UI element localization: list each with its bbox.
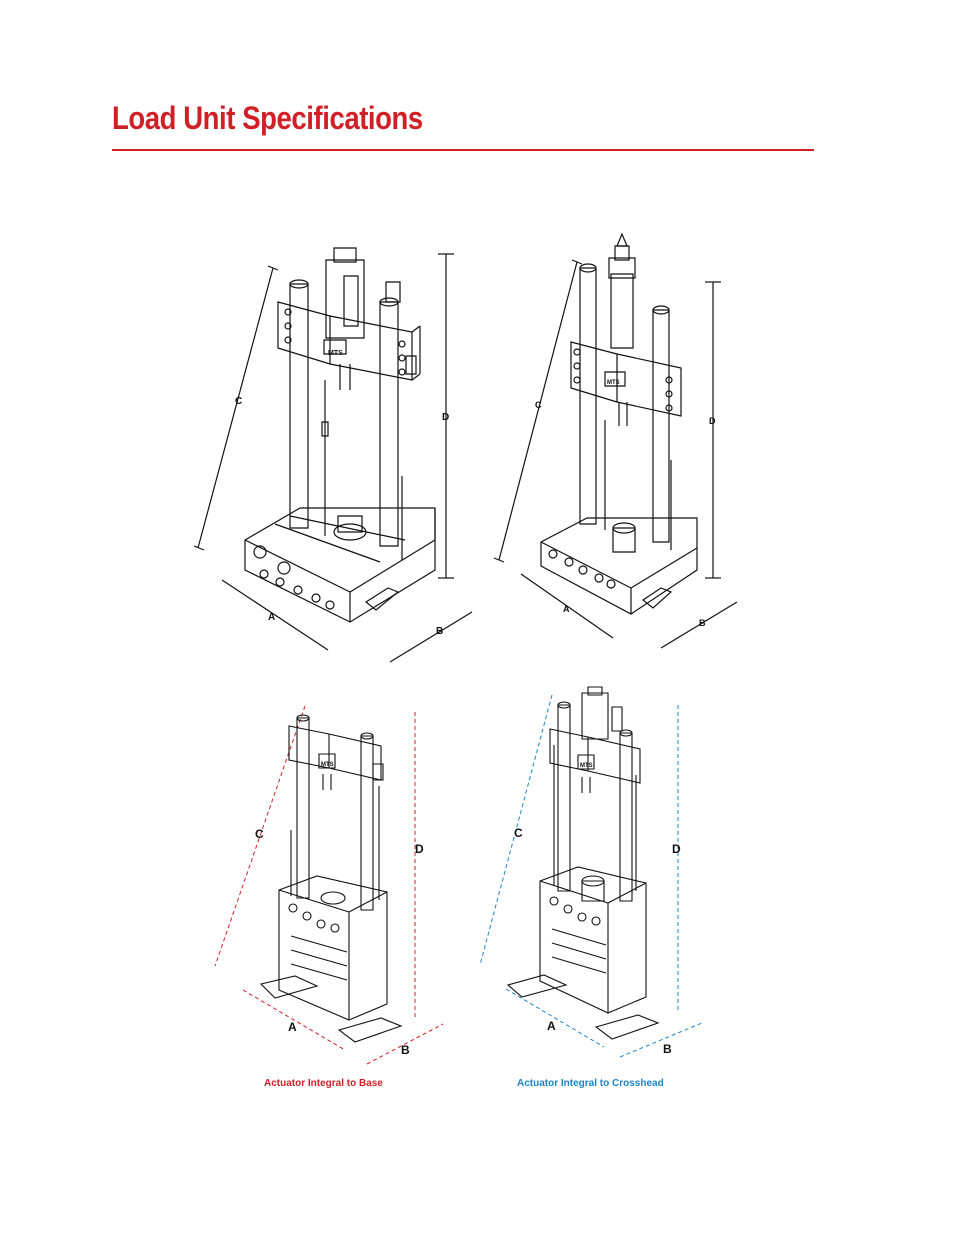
crosshead-badge: MTS (580, 763, 593, 769)
dimension-label-c: C (235, 396, 242, 407)
crosshead-badge: MTS (328, 350, 343, 357)
tabletop-frame-variant-drawing: C D A B MTS (485, 230, 750, 660)
dimension-label-b: B (699, 618, 706, 628)
dimension-label-a: A (268, 612, 275, 623)
crosshead-badge: MTS (607, 380, 620, 386)
page-title: Load Unit Specifications (112, 100, 423, 136)
dimension-label-b: B (663, 1042, 672, 1056)
dimension-label-d: D (672, 842, 681, 856)
floor-frame-actuator-crosshead-drawing: C D A B MTS (470, 685, 715, 1065)
caption-actuator-integral-to-crosshead: Actuator Integral to Crosshead (517, 1078, 664, 1089)
tabletop-frame-crosshead-actuator-drawing: C D A B MTS (180, 240, 480, 670)
dimension-label-c: C (514, 826, 523, 840)
dimension-label-b: B (436, 626, 443, 637)
dimension-label-d: D (415, 842, 424, 856)
dimension-label-d: D (442, 412, 449, 423)
dimension-label-a: A (563, 604, 570, 614)
dimension-label-a: A (288, 1020, 297, 1034)
dimension-label-c: C (255, 827, 264, 841)
caption-actuator-integral-to-base: Actuator Integral to Base (264, 1078, 383, 1089)
dimension-label-b: B (401, 1043, 410, 1057)
floor-frame-actuator-base-drawing: C D A B MTS (205, 690, 455, 1070)
dimension-label-a: A (547, 1019, 556, 1033)
dimension-label-c: C (535, 400, 542, 410)
title-rule (112, 149, 814, 151)
crosshead-badge: MTS (321, 762, 334, 768)
dimension-label-d: D (709, 416, 716, 426)
